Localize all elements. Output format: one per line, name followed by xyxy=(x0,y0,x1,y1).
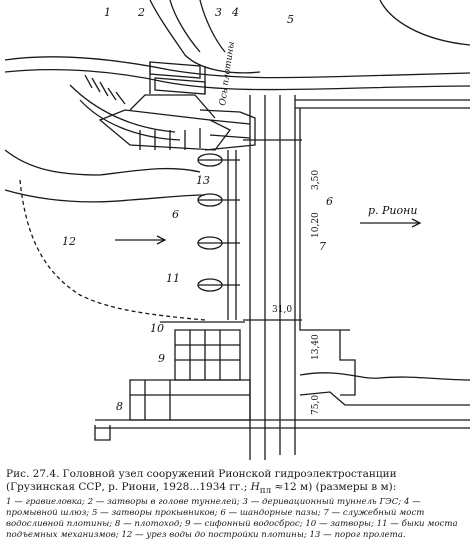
river-bank-upper-2 xyxy=(4,68,471,91)
head-variable: H xyxy=(250,481,260,493)
flushing-sluice xyxy=(199,109,256,151)
engineering-drawing: 1 2 3 4 5 6 6 7 8 9 10 11 12 13 Ось плот… xyxy=(4,0,471,460)
label-5: 5 xyxy=(287,13,294,26)
raft-pass xyxy=(129,379,251,421)
dam-axis-label: Ось плотины xyxy=(218,41,237,106)
left-bank-curve xyxy=(69,84,176,133)
label-1: 1 xyxy=(104,6,111,19)
head-value: ≈12 м) (размеры в м): xyxy=(274,481,397,493)
spillway-piers xyxy=(197,150,240,320)
label-13: 13 xyxy=(196,174,210,187)
shoreline-top xyxy=(149,0,261,74)
legend-item: 4 — промывной шлюз; xyxy=(6,497,421,518)
legend-item: 5 — затворы прокывников; xyxy=(91,508,218,518)
river-bank-lower xyxy=(4,149,201,176)
label-9: 9 xyxy=(158,352,165,365)
legend-item: 8 — плотоход; xyxy=(114,519,183,529)
siphon-spillway xyxy=(174,329,241,381)
waterline-before-dam xyxy=(19,179,206,321)
label-7: 7 xyxy=(319,240,326,253)
service-bridge xyxy=(249,95,296,460)
legend-item: 1 — гравиеловка; xyxy=(6,497,85,507)
caption-title: Рис. 27.4. Головной узел сооружений Рион… xyxy=(6,468,397,493)
label-4: 4 xyxy=(231,6,239,19)
right-bank xyxy=(295,99,470,109)
dim-13-40: 13,40 xyxy=(311,334,321,360)
river-label: р. Риони xyxy=(368,204,417,217)
legend-item: 11 — быки моста подъемных механизмов; xyxy=(6,519,458,540)
legend-item: 9 — сифонный водосброс; xyxy=(185,519,303,529)
legend-item: 6 — шандорные пазы; xyxy=(220,508,321,518)
label-11: 11 xyxy=(166,272,180,285)
legend-item: 10 — затворы; xyxy=(305,519,374,529)
label-6a: 6 xyxy=(326,195,333,208)
label-2: 2 xyxy=(137,6,145,19)
figure-legend: 1 — гравиеловка; 2 — затворы в голове ту… xyxy=(6,497,468,541)
dim-10-20: 10,20 xyxy=(311,212,321,238)
label-12: 12 xyxy=(62,235,76,248)
tunnel-gates xyxy=(149,61,201,79)
label-10: 10 xyxy=(150,322,164,335)
label-8: 8 xyxy=(116,400,123,413)
legend-item: 13 — порог пролета. xyxy=(309,530,406,540)
figure-caption: Рис. 27.4. Головной узел сооружений Рион… xyxy=(6,468,468,498)
label-3: 3 xyxy=(215,6,222,19)
legend-item: 2 — затворы в голове туннелей; xyxy=(87,497,240,507)
legend-item: 7 — служебный мост водосливной плотины; xyxy=(6,508,425,529)
dim-75-0: 75,0 xyxy=(311,395,321,415)
dim-31-0: 31,0 xyxy=(272,305,292,315)
legend-item: 3 — деривационный туннель ГЭС; xyxy=(242,497,402,507)
legend-item: 12 — урез воды до постройки плотины; xyxy=(121,530,307,540)
dim-3-50: 3,50 xyxy=(311,170,321,190)
head-subscript: пл xyxy=(259,486,272,497)
label-6b: 6 xyxy=(172,208,179,221)
river-bank-upper xyxy=(4,56,471,79)
gravel-trap xyxy=(98,109,231,151)
